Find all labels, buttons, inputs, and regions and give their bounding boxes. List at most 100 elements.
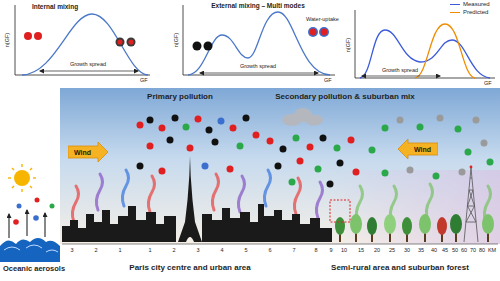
- distance-number: 30: [404, 247, 410, 253]
- wet-particle: [308, 27, 318, 37]
- distance-number: 8: [314, 247, 317, 253]
- aerosol-dot: [307, 144, 314, 151]
- plot-axes: [355, 10, 495, 78]
- tower-arch: [186, 237, 194, 242]
- aerosol-dot: [227, 166, 234, 173]
- particle-dot: [34, 32, 42, 40]
- distance-number: 80: [479, 247, 485, 253]
- distance-number: 40: [431, 247, 437, 253]
- aerosol-dot: [481, 140, 488, 147]
- distance-number: 1: [148, 247, 151, 253]
- ocean-waves: [0, 238, 60, 262]
- region-label: Oceanic aerosols: [3, 265, 65, 273]
- aerosol-dot: [172, 115, 179, 122]
- distance-number: 5: [244, 247, 247, 253]
- forest: [335, 214, 494, 242]
- cloud: [282, 108, 323, 126]
- aerosol-dot: [327, 181, 334, 188]
- distance-number: 4: [220, 247, 223, 253]
- sea-salt-dot: [17, 204, 22, 209]
- aerosol-dot: [159, 125, 166, 132]
- tree-crown: [367, 217, 377, 235]
- panel-title: External mixing – Multi modes: [211, 2, 305, 9]
- axis-label: GF: [324, 77, 332, 83]
- distance-number: 2: [94, 247, 97, 253]
- distance-number: 45: [442, 247, 448, 253]
- distance-number: 10: [341, 247, 347, 253]
- wet-core: [310, 29, 317, 36]
- wind-label: Wind: [414, 146, 431, 153]
- annotation: Water-uptake: [306, 16, 339, 22]
- aerosol-dot: [334, 145, 341, 152]
- aerosol-dot: [382, 170, 389, 177]
- predicted-curve: [415, 24, 475, 78]
- distance-number: 6: [268, 247, 271, 253]
- distance-number: 9: [329, 247, 332, 253]
- wind-arrow-body: [68, 142, 108, 162]
- aerosol-dot: [473, 117, 480, 124]
- spread-arrow: [362, 76, 440, 77]
- axis-label: n(GF): [4, 33, 10, 47]
- city-skyline: [62, 206, 176, 242]
- sun: [14, 170, 30, 186]
- emission-arrows: [9, 210, 45, 238]
- legend-row: Measured: [450, 1, 490, 8]
- aerosol-dot: [459, 169, 466, 176]
- distance-number: 35: [418, 247, 424, 253]
- aerosol-dot: [455, 126, 462, 133]
- aerosol-dot: [195, 116, 202, 123]
- mixed-core: [117, 39, 122, 44]
- distance-number: 1: [118, 247, 121, 253]
- aerosol-dot: [397, 117, 404, 124]
- tree-crown: [402, 217, 412, 235]
- aerosol-dot: [369, 147, 376, 154]
- aerosol-dot: [159, 168, 166, 175]
- legend-text: Measured: [463, 1, 490, 8]
- sea-salt-dot: [35, 198, 40, 203]
- distance-number: 60: [461, 247, 467, 253]
- sea-salt-dot: [50, 204, 55, 209]
- aerosol-dot: [147, 143, 154, 150]
- aerosol-dot: [167, 137, 174, 144]
- aerosol-dot: [348, 137, 355, 144]
- aerosol-dot: [465, 149, 472, 156]
- mixed-core: [128, 39, 133, 44]
- sun-rays: [8, 164, 36, 192]
- wet-particle: [319, 27, 329, 37]
- sea-salt-dot: [13, 219, 19, 225]
- legend-line: [450, 4, 460, 5]
- aerosol-dot: [137, 122, 144, 129]
- axis-label: GF: [140, 77, 148, 83]
- aerosol-dot: [280, 146, 287, 153]
- particle-dot: [193, 42, 202, 51]
- aerosol-dot: [289, 179, 296, 186]
- distance-number: 7: [292, 247, 295, 253]
- aerosol-dot: [353, 169, 360, 176]
- aerosol-dot: [183, 124, 190, 131]
- aerosol-dot: [206, 127, 213, 134]
- legend-line: [450, 12, 460, 13]
- tree-crown: [437, 217, 447, 235]
- aerosol-dot: [137, 163, 144, 170]
- tree-crown: [450, 214, 462, 234]
- distance-number: 3: [196, 247, 199, 253]
- aerosol-dot: [320, 135, 327, 142]
- aerosol-dot: [293, 135, 300, 142]
- aerosol-dot: [243, 115, 250, 122]
- aerosol-dot: [218, 118, 225, 125]
- aerosol-dot: [187, 145, 194, 152]
- aerosol-dot: [433, 173, 440, 180]
- spread-label: Growth spread: [69, 61, 107, 67]
- wet-core: [321, 29, 328, 36]
- aerosol-dot: [267, 138, 274, 145]
- wind-arrow: Wind: [398, 139, 438, 159]
- aerosol-dot: [315, 166, 322, 173]
- particle-dot: [24, 32, 32, 40]
- aerosol-dot: [253, 132, 260, 139]
- tree-crown: [419, 214, 431, 234]
- distance-number: KM: [488, 247, 496, 253]
- eiffel-tower: [178, 156, 202, 242]
- aerosol-dot: [337, 160, 344, 167]
